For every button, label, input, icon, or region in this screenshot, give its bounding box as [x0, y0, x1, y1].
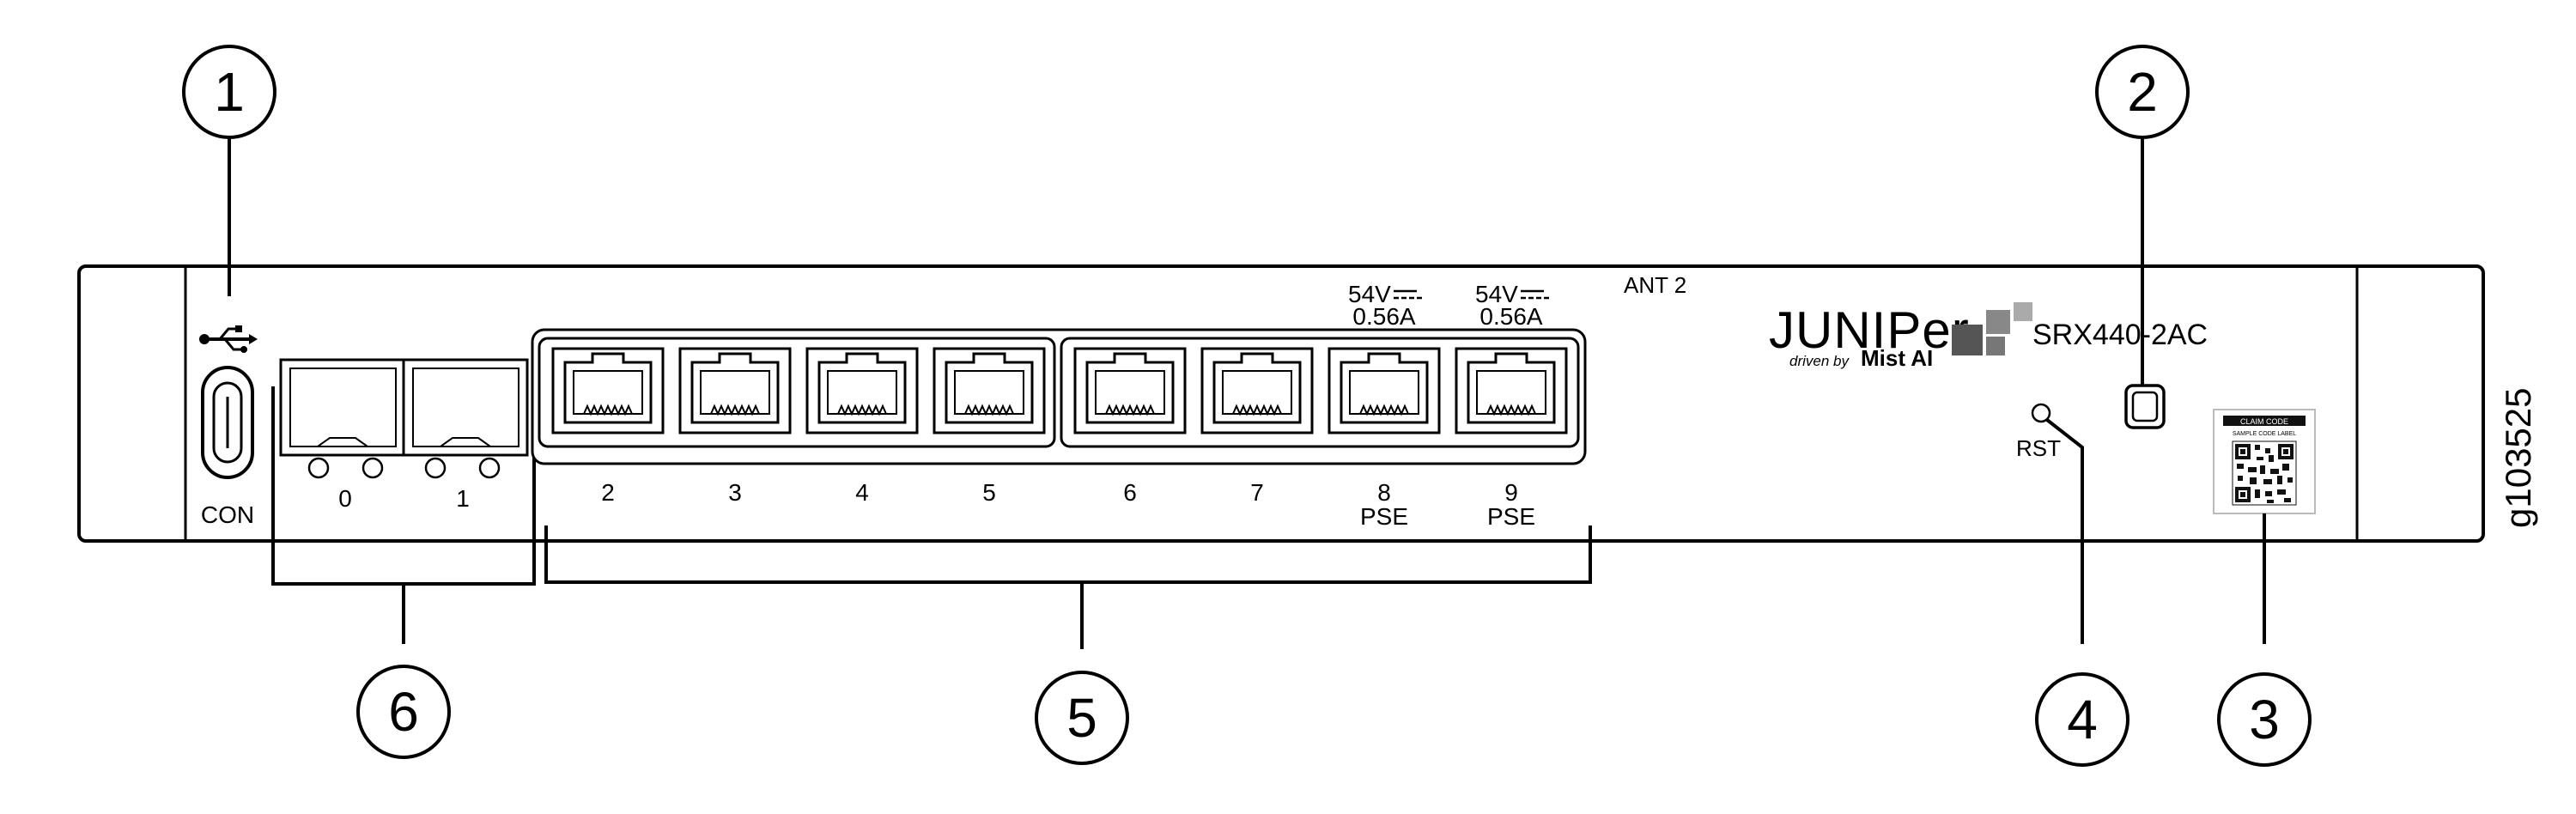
svg-text:0.56A: 0.56A — [1479, 303, 1542, 330]
svg-text:0.56A: 0.56A — [1352, 303, 1415, 330]
svg-text:3: 3 — [2249, 689, 2280, 750]
rj45-port-4 — [805, 347, 919, 434]
svg-text:54V: 54V — [1348, 281, 1391, 307]
svg-text:2: 2 — [2127, 61, 2158, 123]
svg-text:SAMPLE CODE LABEL: SAMPLE CODE LABEL — [2233, 431, 2296, 437]
rj45-label-5: 5 — [982, 479, 996, 506]
rj45-group-a-frame — [538, 337, 1056, 448]
rj45-label-2: 2 — [601, 479, 615, 506]
poe-rating-port-8: 54V 0.56A — [1348, 281, 1422, 330]
svg-text:5: 5 — [1066, 687, 1097, 749]
svg-text:6: 6 — [388, 681, 419, 743]
rj45-label-9: 9 — [1504, 479, 1518, 506]
callout-5: 5 — [1035, 671, 1129, 765]
svg-text:1: 1 — [214, 61, 245, 123]
console-usb-c-port — [201, 366, 254, 479]
sfp-label-0: 0 — [338, 485, 352, 512]
brand-wordmark: JUNIPer — [1769, 301, 1970, 359]
figure-id: g103525 — [2498, 387, 2538, 528]
qr-code-icon — [2232, 440, 2297, 506]
rj45-label-4: 4 — [855, 479, 869, 506]
rj45-port-5 — [933, 347, 1046, 434]
sfp-led-indicators — [307, 457, 501, 479]
brand-tagline-brand: Mist AI — [1861, 345, 1933, 371]
usb-icon — [199, 325, 258, 353]
rj45-group-b-frame — [1060, 337, 1580, 448]
rj45-port-8 — [1327, 347, 1441, 434]
callout-3: 3 — [2217, 672, 2312, 767]
pse-label-port-9: PSE — [1487, 503, 1535, 530]
sfp-label-1: 1 — [456, 485, 470, 512]
callout-4: 4 — [2035, 672, 2129, 767]
sfp-port-0 — [279, 358, 406, 457]
svg-text:4: 4 — [2067, 689, 2098, 750]
pse-label-port-8: PSE — [1360, 503, 1408, 530]
callout-4-leader — [2045, 418, 2084, 644]
poe-rating-port-9: 54V 0.56A — [1475, 281, 1549, 330]
console-port-label: CON — [201, 501, 254, 528]
rj45-port-2 — [551, 347, 665, 434]
callout-2: 2 — [2095, 45, 2190, 139]
svg-text:CLAIM CODE: CLAIM CODE — [2240, 417, 2288, 426]
reset-pinhole — [2031, 403, 2051, 423]
reset-label: RST — [2016, 435, 2061, 461]
antenna-label: ANT 2 — [1624, 272, 1686, 298]
rj45-port-7 — [1200, 347, 1314, 434]
rj45-label-8: 8 — [1377, 479, 1391, 506]
callout-1: 1 — [182, 45, 276, 139]
power-button-icon — [2124, 384, 2166, 429]
callout-6: 6 — [356, 665, 451, 759]
rj45-label-6: 6 — [1123, 479, 1137, 506]
rj45-port-3 — [678, 347, 792, 434]
rj45-port-9 — [1455, 347, 1568, 434]
brand-logo-squares — [1952, 302, 2032, 355]
svg-text:54V: 54V — [1475, 281, 1518, 307]
model-name: SRX440-2AC — [2032, 319, 2208, 351]
sfp-port-1 — [402, 358, 529, 457]
brand-tagline-prefix: driven by — [1789, 353, 1850, 369]
callout-5-bracket — [544, 525, 1592, 584]
rj45-label-3: 3 — [728, 479, 742, 506]
rj45-label-7: 7 — [1250, 479, 1264, 506]
rj45-port-6 — [1073, 347, 1187, 434]
